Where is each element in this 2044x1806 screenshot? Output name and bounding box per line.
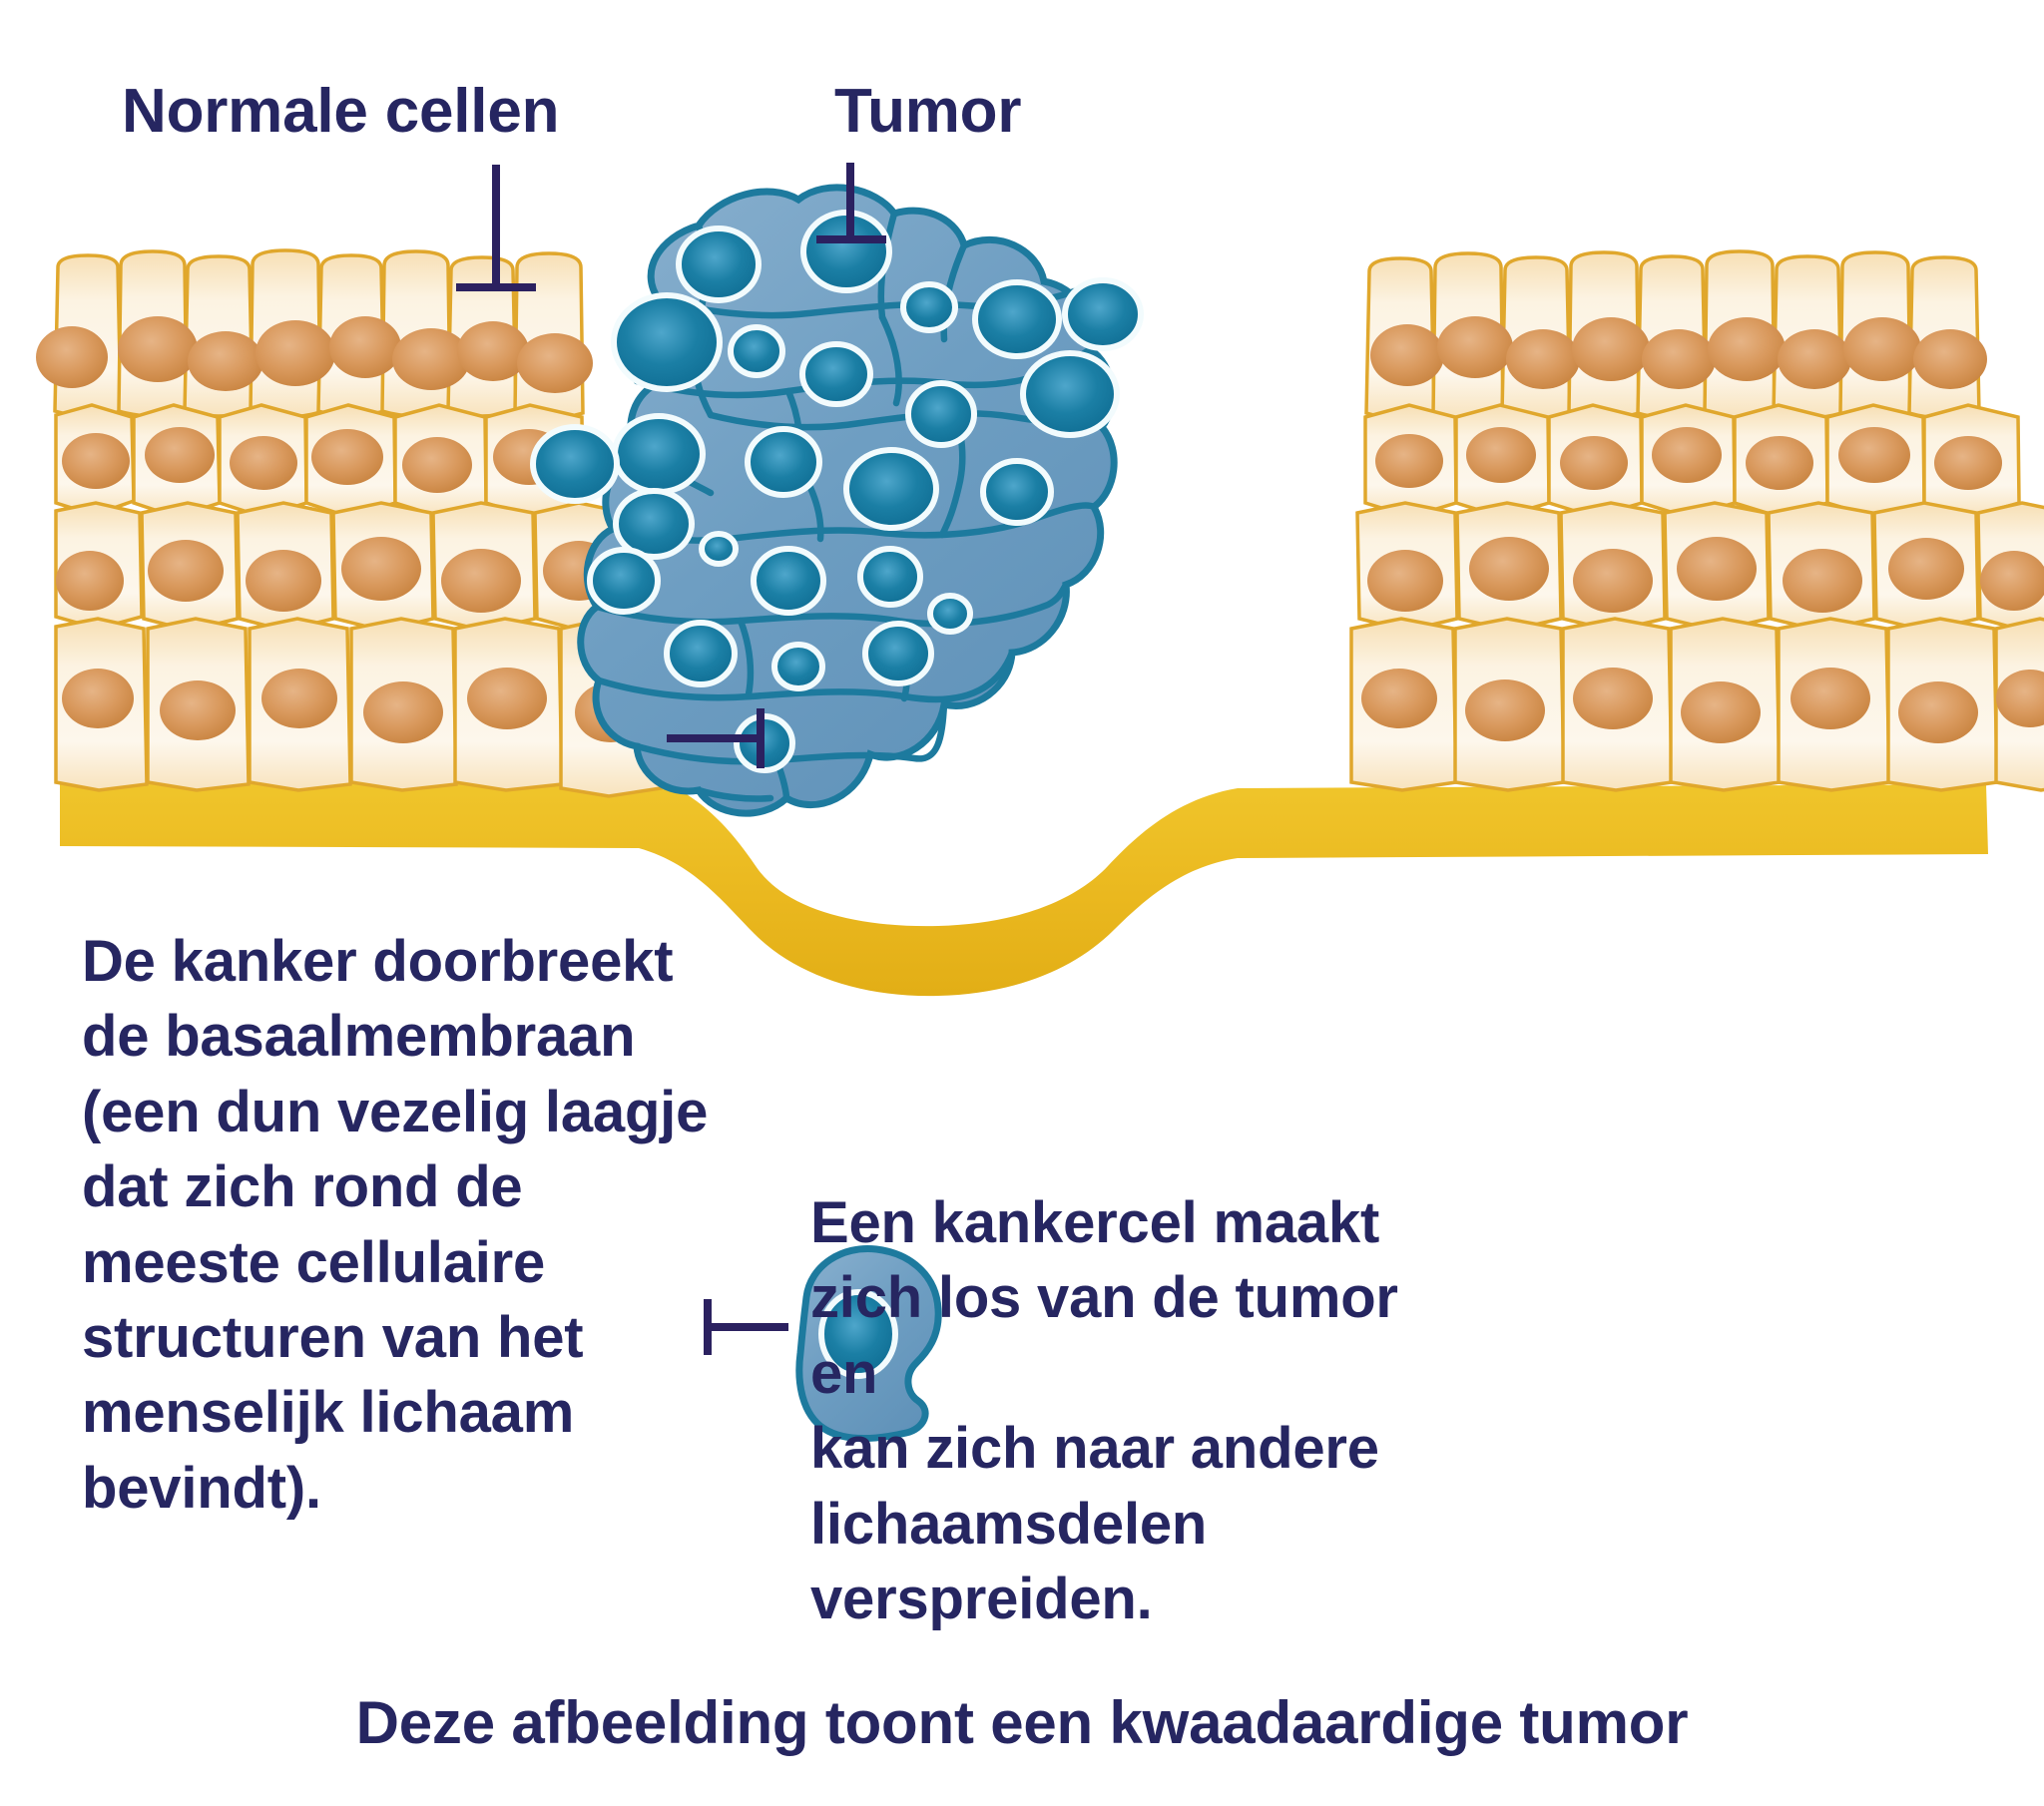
leader-basement-breach [667,708,765,768]
leader-normale-cellen [456,165,536,291]
label-tumor: Tumor [834,77,1022,146]
tumor-mass [530,184,1144,817]
annotation-detached-cancer-cell: Een kankercel maakt zich los van de tumo… [810,1190,1398,1631]
detached-cancer-cell [795,1245,942,1442]
basement-membrane [60,774,1988,997]
normal-epithelium-left [36,248,663,798]
leader-lines [456,163,886,1355]
label-normal-cells: Normale cellen [122,77,560,146]
figure-caption: Deze afbeelding toont een kwaadaardige t… [355,1689,1689,1756]
normal-epithelium-right [1349,249,2044,792]
annotation-basement-membrane-breach: De kanker doorbreekt de basaalmembraan (… [82,929,709,1521]
leader-detached-cell [704,1299,788,1355]
leader-tumor [816,163,886,243]
